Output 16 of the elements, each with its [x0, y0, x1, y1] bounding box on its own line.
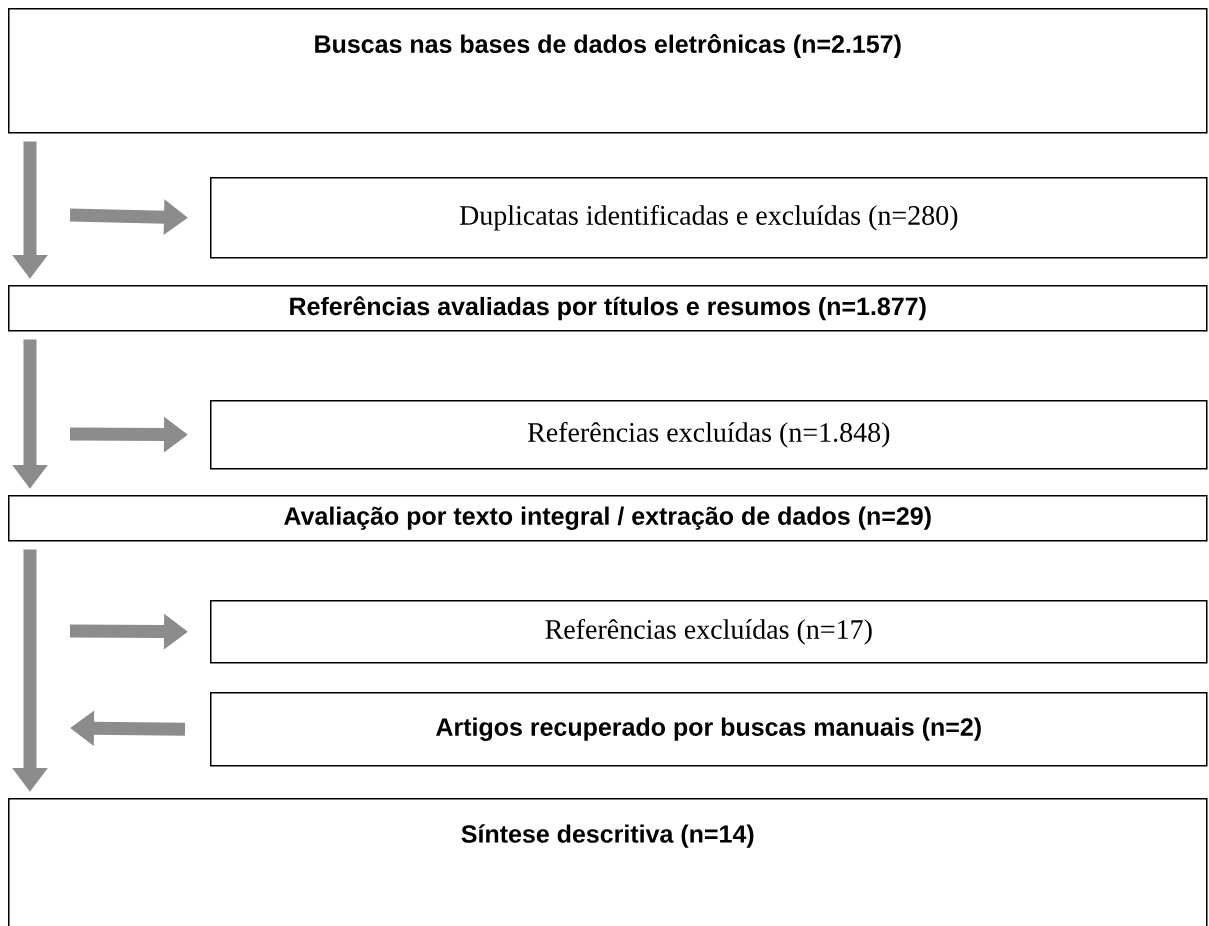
- box-text: Duplicatas identificadas e excluídas (n=280): [459, 204, 958, 231]
- process-box: [210, 692, 1208, 767]
- process-box: [210, 600, 1208, 664]
- process-box: [210, 400, 1208, 470]
- box-text: Avaliação por texto integral / extração de dados (n=29): [284, 506, 931, 530]
- box-text: Referências excluídas (n=17): [545, 618, 872, 645]
- box-text: Artigos recuperado por buscas manuais (n=2): [436, 717, 981, 741]
- process-box: [8, 495, 1208, 542]
- box-text: Buscas nas bases de dados eletrônicas (n=2.157): [315, 34, 901, 58]
- process-box: [8, 285, 1208, 332]
- process-box: [210, 177, 1208, 259]
- box-text: Referências avaliadas por títulos e resumos (n=1.877): [290, 296, 926, 321]
- process-box: [8, 8, 1208, 134]
- box-text: Referências excluídas (n=1.848): [527, 421, 890, 448]
- process-box: [8, 798, 1208, 926]
- box-text: Síntese descritiva (n=14): [461, 824, 754, 848]
